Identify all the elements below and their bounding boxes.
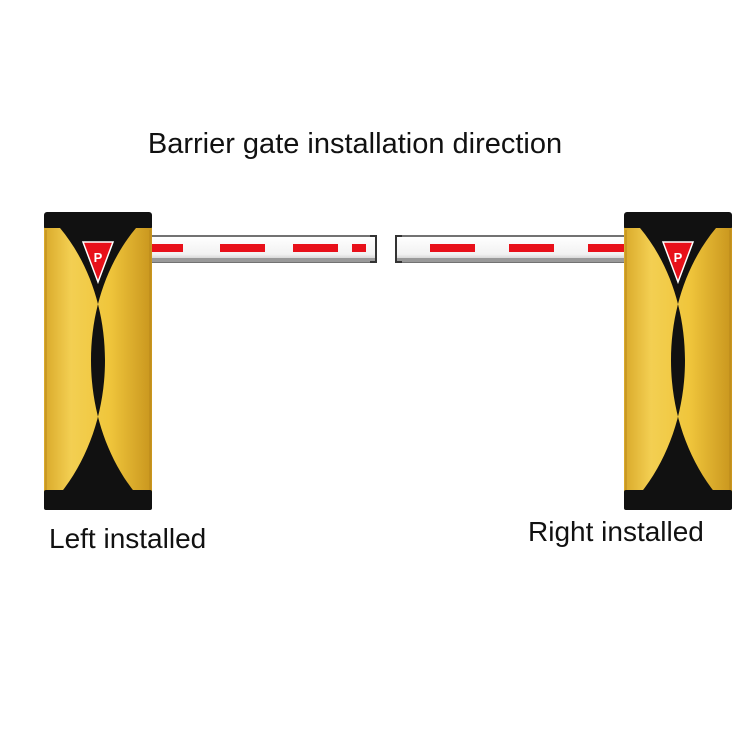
- left-barrier-gate: P: [44, 212, 377, 510]
- parking-logo-icon: P: [81, 241, 115, 285]
- parking-logo-icon: P: [661, 241, 695, 285]
- arm-stripe: [293, 244, 338, 252]
- svg-text:P: P: [94, 250, 103, 265]
- left-installed-label: Left installed: [49, 523, 207, 554]
- arm-stripe: [352, 244, 366, 252]
- arm-stripe: [150, 244, 183, 252]
- right-barrier-arm: [395, 235, 629, 263]
- left-gate-cabinet: P: [44, 212, 152, 510]
- right-installed-label: Right installed: [528, 516, 704, 547]
- page-title: Barrier gate installation direction: [147, 128, 563, 160]
- svg-text:P: P: [674, 250, 683, 265]
- arm-stripe: [509, 244, 554, 252]
- left-barrier-arm: [149, 235, 377, 263]
- arm-stripe: [220, 244, 265, 252]
- right-barrier-gate: P: [395, 212, 732, 510]
- arm-stripe: [430, 244, 475, 252]
- arm-stripe: [588, 244, 628, 252]
- right-gate-cabinet: P: [624, 212, 732, 510]
